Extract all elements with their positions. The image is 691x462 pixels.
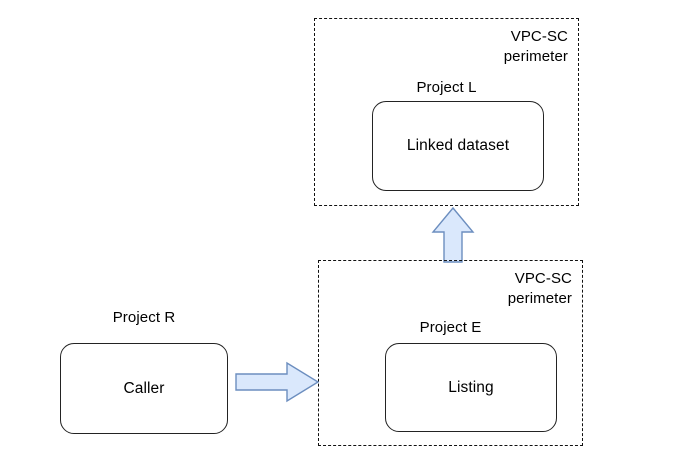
node-listing[interactable]: Listing xyxy=(385,343,557,432)
project-label-e: Project E xyxy=(419,319,482,336)
node-linked-dataset[interactable]: Linked dataset xyxy=(372,101,544,191)
arrow-right-icon xyxy=(235,361,320,403)
arrow-up-shape xyxy=(431,206,475,263)
project-label-l: Project L xyxy=(416,79,477,96)
node-caller[interactable]: Caller xyxy=(60,343,228,434)
arrow-right-shape xyxy=(235,361,320,403)
vpc-sc-perimeter-project-e: VPC-SC perimeter Project E xyxy=(318,260,583,446)
perimeter-label-top: VPC-SC perimeter xyxy=(503,28,568,65)
perimeter-label-bottom: VPC-SC perimeter xyxy=(507,270,572,307)
vpc-sc-perimeter-project-l: VPC-SC perimeter Project L xyxy=(314,18,579,206)
arrow-up-icon xyxy=(431,206,475,263)
project-label-r: Project R xyxy=(112,309,176,326)
